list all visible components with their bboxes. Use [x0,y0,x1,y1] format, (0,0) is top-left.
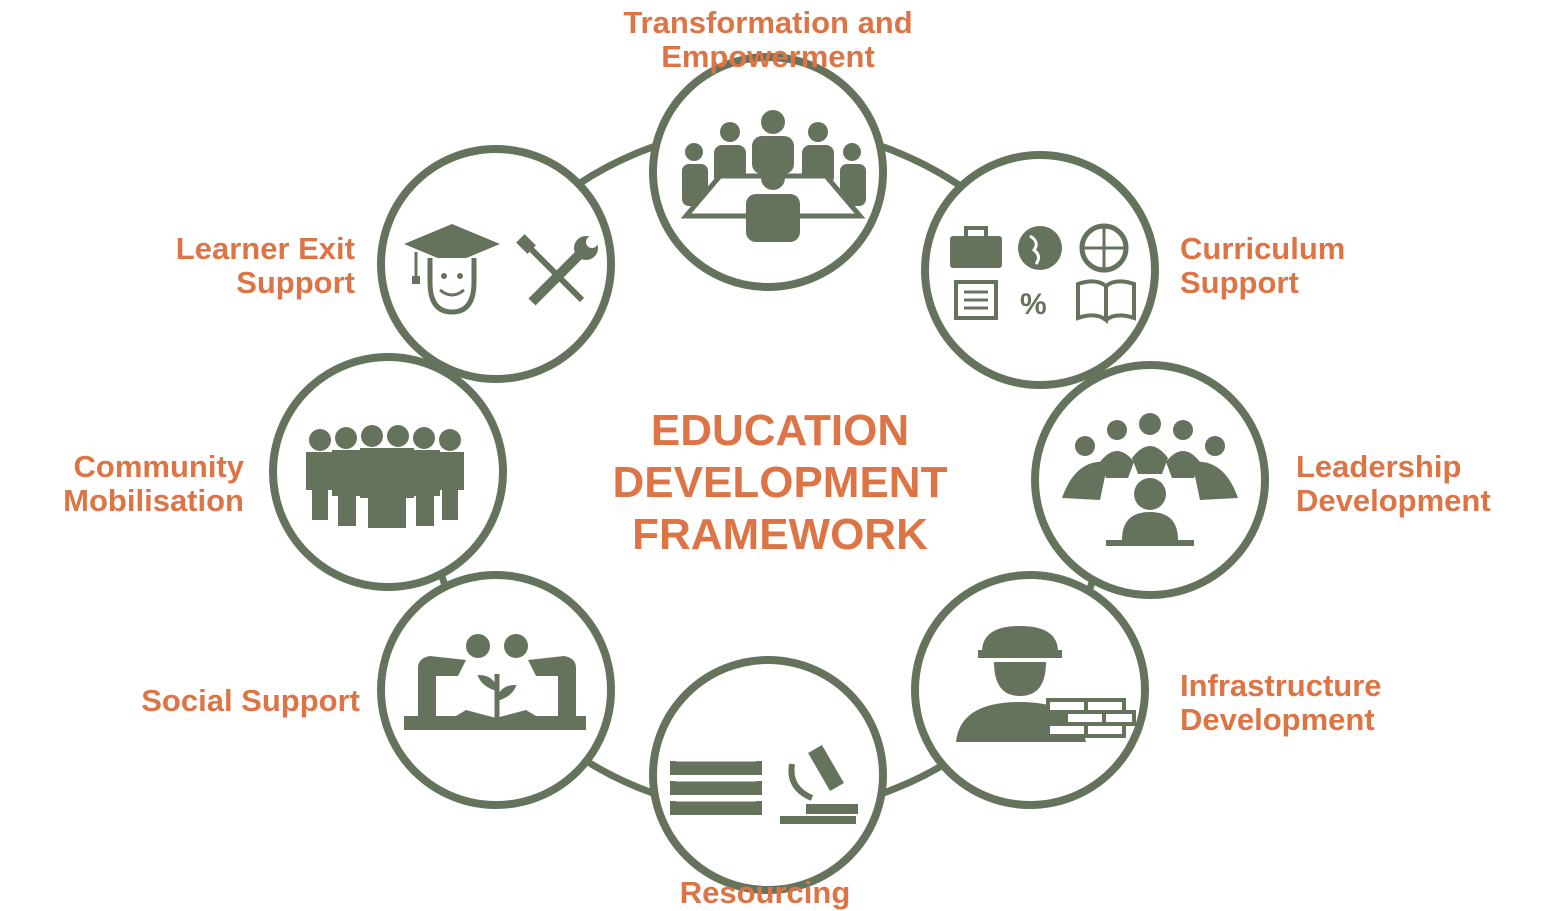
center-title-line-1: EDUCATION [650,406,910,455]
node-learner-exit [377,145,615,383]
label-resourcing-line-1: Resourcing [679,875,851,910]
label-resourcing: Resourcing [600,876,930,910]
label-curriculum-line-1: Curriculum [1180,231,1346,266]
label-social-line-1: Social Support [141,683,360,718]
curriculum-subjects-icon: % [950,223,1136,325]
label-leadership: Leadership Development [1296,450,1491,518]
label-infrastructure-line-2: Development [1180,702,1375,737]
label-infrastructure-line-1: Infrastructure [1180,668,1382,703]
label-transformation-line-2: Empowerment [661,39,875,74]
meeting-table-icon [680,110,866,242]
label-curriculum-line-2: Support [1180,265,1299,300]
node-social [377,571,615,809]
label-leadership-line-1: Leadership [1296,449,1462,484]
builder-bricks-icon [956,626,1136,742]
books-microscope-icon [670,744,858,824]
label-community-line-2: Mobilisation [63,483,244,518]
label-transformation: Transformation and Empowerment [583,6,953,74]
leader-group-icon [1062,413,1238,546]
label-transformation-line-1: Transformation and [623,5,913,40]
label-learner-exit-line-1: Learner Exit [175,231,355,266]
node-transformation [649,53,887,291]
center-title: EDUCATION DEVELOPMENT FRAMEWORK [520,405,1040,561]
node-community [269,353,507,591]
crowd-people-icon [306,425,464,528]
center-title-line-3: FRAMEWORK [632,510,928,559]
label-curriculum: Curriculum Support [1180,232,1345,300]
node-resourcing [649,656,887,894]
label-social: Social Support [60,684,360,718]
node-infrastructure [911,571,1149,809]
label-leadership-line-2: Development [1296,483,1491,518]
nurturing-plant-icon [404,634,586,730]
svg-text:%: % [1020,288,1047,321]
label-community: Community Mobilisation [0,450,244,518]
label-learner-exit: Learner Exit Support [60,232,355,300]
center-title-line-2: DEVELOPMENT [612,458,948,507]
label-infrastructure: Infrastructure Development [1180,669,1382,737]
label-learner-exit-line-2: Support [236,265,355,300]
label-community-line-1: Community [73,449,245,484]
node-curriculum: % [921,151,1159,389]
graduate-tools-icon [404,224,598,315]
node-leadership [1031,361,1269,599]
